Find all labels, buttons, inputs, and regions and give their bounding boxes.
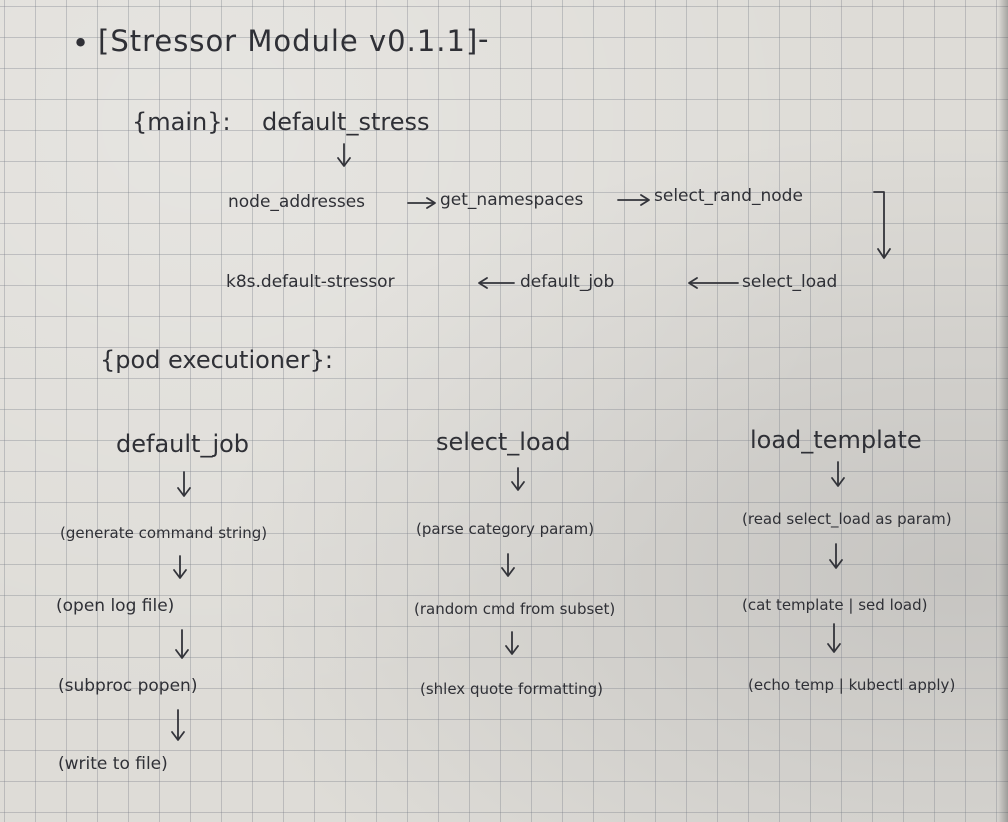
arrow-main-down — [337, 143, 351, 167]
col1-step-3: (subproc popen) — [58, 676, 198, 696]
arrow-left-1 — [688, 277, 739, 289]
title-dash: - — [478, 22, 490, 56]
col3-step-2: (cat template | sed load) — [742, 596, 928, 614]
flow-node-addresses: node_addresses — [228, 192, 366, 212]
col1-step-2: (open log file) — [56, 596, 175, 616]
col3-step-1: (read select_load as param) — [742, 510, 952, 528]
main-entry-default-stress: default_stress — [262, 108, 430, 136]
page-edge-shadow — [998, 0, 1008, 822]
bullet-dot: • — [72, 26, 91, 60]
arrow-col1-2 — [173, 555, 187, 579]
col1-step-1: (generate command string) — [60, 524, 268, 542]
col-load-template-title: load_template — [750, 426, 922, 454]
col2-step-1: (parse category param) — [416, 520, 595, 538]
col-default-job-title: default_job — [116, 430, 250, 458]
arrow-col2-3 — [505, 631, 519, 655]
flow-k8s-default-stressor: k8s.default-stressor — [226, 272, 395, 292]
col-select-load-title: select_load — [436, 428, 571, 456]
main-section-header: {main}: — [132, 108, 231, 136]
arrow-col1-1 — [177, 471, 191, 497]
col1-step-4: (write to file) — [58, 754, 168, 774]
flow-default-job: default_job — [520, 272, 615, 292]
col3-step-3: (echo temp | kubectl apply) — [748, 676, 956, 694]
flow-select-load: select_load — [742, 272, 838, 292]
arrow-bracket-down — [873, 191, 891, 259]
flow-select-rand-node: select_rand_node — [654, 186, 803, 206]
arrow-right-2 — [617, 194, 650, 206]
arrow-col1-4 — [171, 709, 185, 741]
arrow-col3-1 — [831, 461, 845, 487]
arrow-col3-2 — [829, 543, 843, 569]
arrow-col3-3 — [827, 623, 841, 653]
arrow-left-2 — [478, 277, 515, 289]
col2-step-3: (shlex quote formatting) — [420, 680, 604, 698]
flow-get-namespaces: get_namespaces — [440, 190, 584, 210]
arrow-col2-2 — [501, 553, 515, 577]
pod-section-header: {pod executioner}: — [100, 346, 333, 374]
col2-step-2: (random cmd from subset) — [414, 600, 616, 618]
arrow-right-1 — [407, 197, 436, 209]
module-title: [Stressor Module v0.1.1] — [98, 24, 479, 58]
arrow-col2-1 — [511, 467, 525, 491]
arrow-col1-3 — [175, 629, 189, 659]
